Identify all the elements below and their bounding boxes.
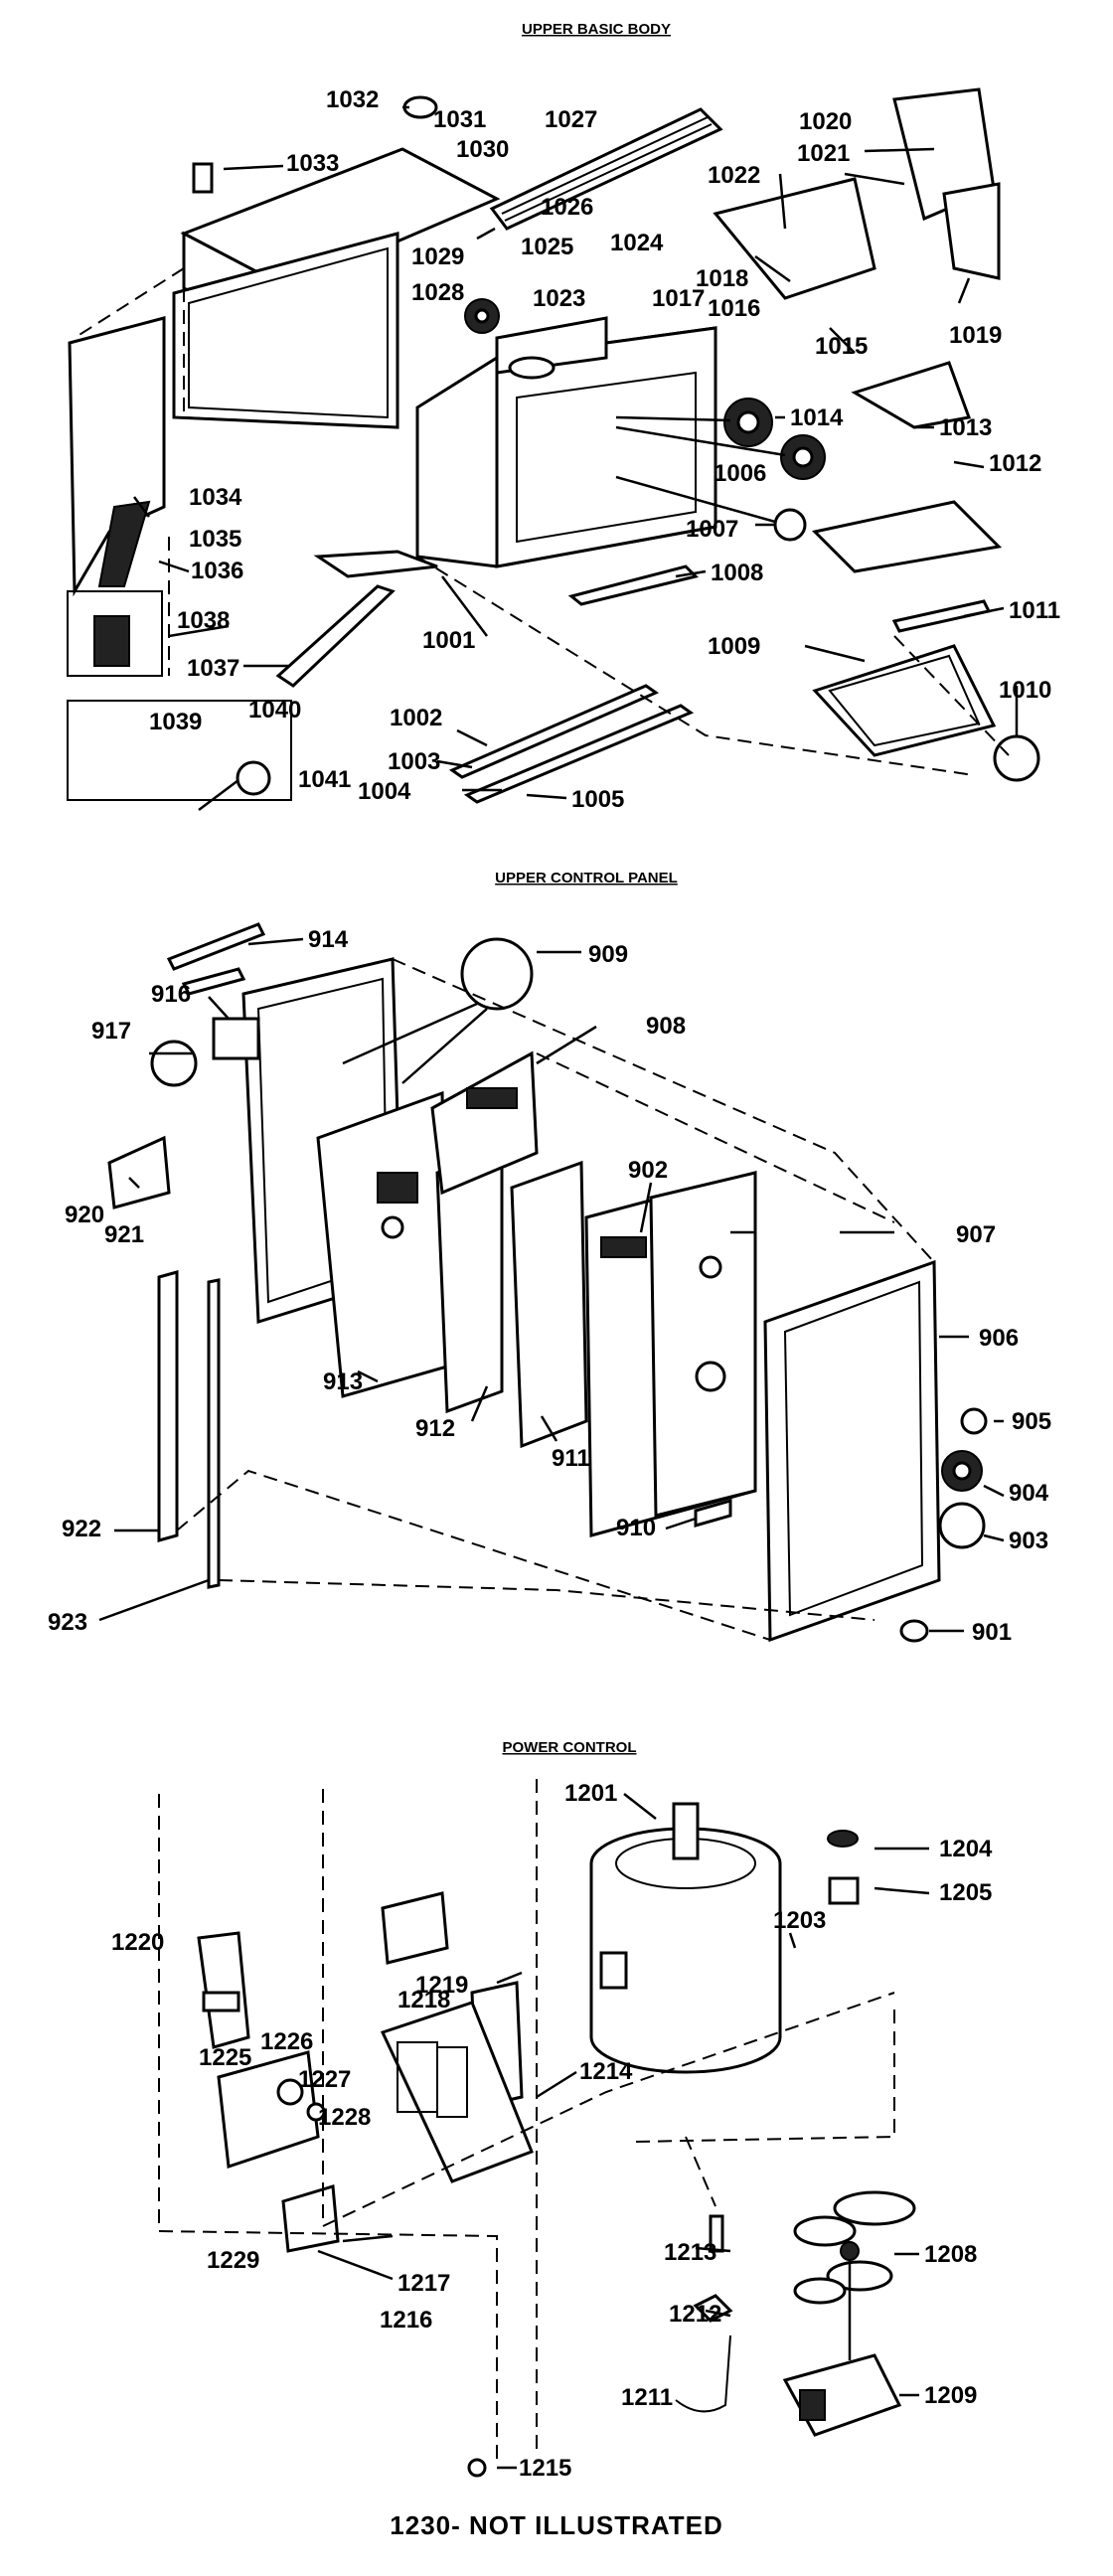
label-1215: 1215: [519, 2455, 571, 2482]
label-917: 917: [91, 1018, 131, 1045]
label-1023: 1023: [533, 285, 585, 312]
label-1010: 1010: [999, 677, 1051, 704]
label-1214: 1214: [579, 2058, 633, 2085]
label-1208: 1208: [924, 2241, 977, 2268]
label-1029: 1029: [411, 243, 464, 270]
label-911: 911: [552, 1445, 590, 1472]
label-1030: 1030: [456, 136, 509, 163]
label-1035: 1035: [189, 526, 241, 553]
label-923: 923: [48, 1609, 87, 1636]
label-1227: 1227: [298, 2066, 351, 2093]
label-1219: 1219: [415, 1972, 468, 1999]
label-913: 913: [323, 1368, 363, 1395]
section-title-upper-control-panel: UPPER CONTROL PANEL: [495, 870, 678, 886]
label-1006: 1006: [714, 460, 766, 487]
label-1217: 1217: [398, 2270, 450, 2297]
label-920: 920: [65, 1202, 104, 1228]
label-1203: 1203: [773, 1907, 826, 1934]
label-1226: 1226: [260, 2028, 313, 2055]
label-1228: 1228: [318, 2104, 371, 2131]
part-labels: 1032 1031 1030 1027 1033 1026 1029 1025 …: [48, 86, 1060, 2482]
label-901: 901: [972, 1619, 1012, 1646]
label-1016: 1016: [708, 295, 760, 322]
label-1027: 1027: [545, 106, 597, 133]
label-1019: 1019: [949, 322, 1002, 349]
label-1017: 1017: [652, 285, 705, 312]
label-1032: 1032: [326, 86, 379, 113]
label-1218: 1218: [398, 1987, 450, 2013]
label-1008: 1008: [711, 560, 763, 586]
label-1216: 1216: [380, 2307, 432, 2334]
label-1004: 1004: [358, 778, 411, 805]
label-1031: 1031: [433, 106, 486, 133]
label-1041: 1041: [298, 766, 351, 793]
label-1014: 1014: [790, 404, 844, 431]
label-912: 912: [415, 1415, 455, 1442]
label-1007: 1007: [686, 516, 738, 543]
label-1011: 1011: [1009, 597, 1060, 624]
label-914: 914: [308, 926, 349, 953]
label-1024: 1024: [610, 230, 664, 256]
section-title-power-control: POWER CONTROL: [503, 1739, 637, 1756]
label-1039: 1039: [149, 709, 202, 735]
label-1038: 1038: [177, 607, 230, 634]
label-1211: 1211: [621, 2384, 673, 2411]
label-1012: 1012: [989, 450, 1041, 477]
label-1022: 1022: [708, 162, 760, 189]
label-1034: 1034: [189, 484, 242, 511]
label-904: 904: [1009, 1480, 1049, 1507]
label-1204: 1204: [939, 1836, 993, 1862]
label-1018: 1018: [696, 265, 748, 292]
label-1201: 1201: [564, 1780, 617, 1807]
label-916: 916: [151, 981, 191, 1008]
label-1001: 1001: [422, 627, 475, 654]
label-903: 903: [1009, 1528, 1048, 1554]
power-control-drawing: [158, 1779, 916, 2478]
section-title-upper-basic-body: UPPER BASIC BODY: [522, 21, 671, 38]
label-1220: 1220: [111, 1929, 164, 1956]
label-1028: 1028: [411, 279, 464, 306]
label-909: 909: [588, 941, 628, 968]
label-1225: 1225: [199, 2044, 251, 2071]
label-921: 921: [104, 1221, 144, 1248]
label-1003: 1003: [388, 748, 440, 775]
label-1005: 1005: [571, 786, 624, 813]
label-1026: 1026: [541, 194, 593, 221]
label-1015: 1015: [815, 333, 868, 360]
label-1209: 1209: [924, 2382, 977, 2409]
label-1205: 1205: [939, 1879, 992, 1906]
label-1037: 1037: [187, 655, 239, 682]
label-1033: 1033: [286, 150, 339, 177]
label-1013: 1013: [939, 414, 992, 441]
label-902: 902: [628, 1157, 668, 1184]
label-1036: 1036: [191, 558, 243, 584]
upper-control-panel-drawing: [107, 922, 988, 1643]
upper-basic-body-drawing: [67, 87, 1040, 804]
label-1021: 1021: [797, 140, 850, 167]
label-922: 922: [62, 1516, 101, 1542]
label-1040: 1040: [248, 697, 301, 724]
label-1002: 1002: [390, 705, 442, 731]
label-907: 907: [956, 1221, 996, 1248]
label-906: 906: [979, 1325, 1019, 1352]
label-1212: 1212: [669, 2301, 721, 2328]
label-1020: 1020: [799, 108, 852, 135]
label-1213: 1213: [664, 2239, 716, 2266]
label-1025: 1025: [521, 234, 573, 260]
label-1229: 1229: [207, 2247, 259, 2274]
label-1009: 1009: [708, 633, 760, 660]
label-910: 910: [616, 1515, 656, 1541]
footnote-not-illustrated: 1230- NOT ILLUSTRATED: [390, 2510, 722, 2540]
leader-lines: [98, 105, 1019, 2470]
label-908: 908: [646, 1013, 686, 1040]
label-905: 905: [1012, 1408, 1051, 1435]
